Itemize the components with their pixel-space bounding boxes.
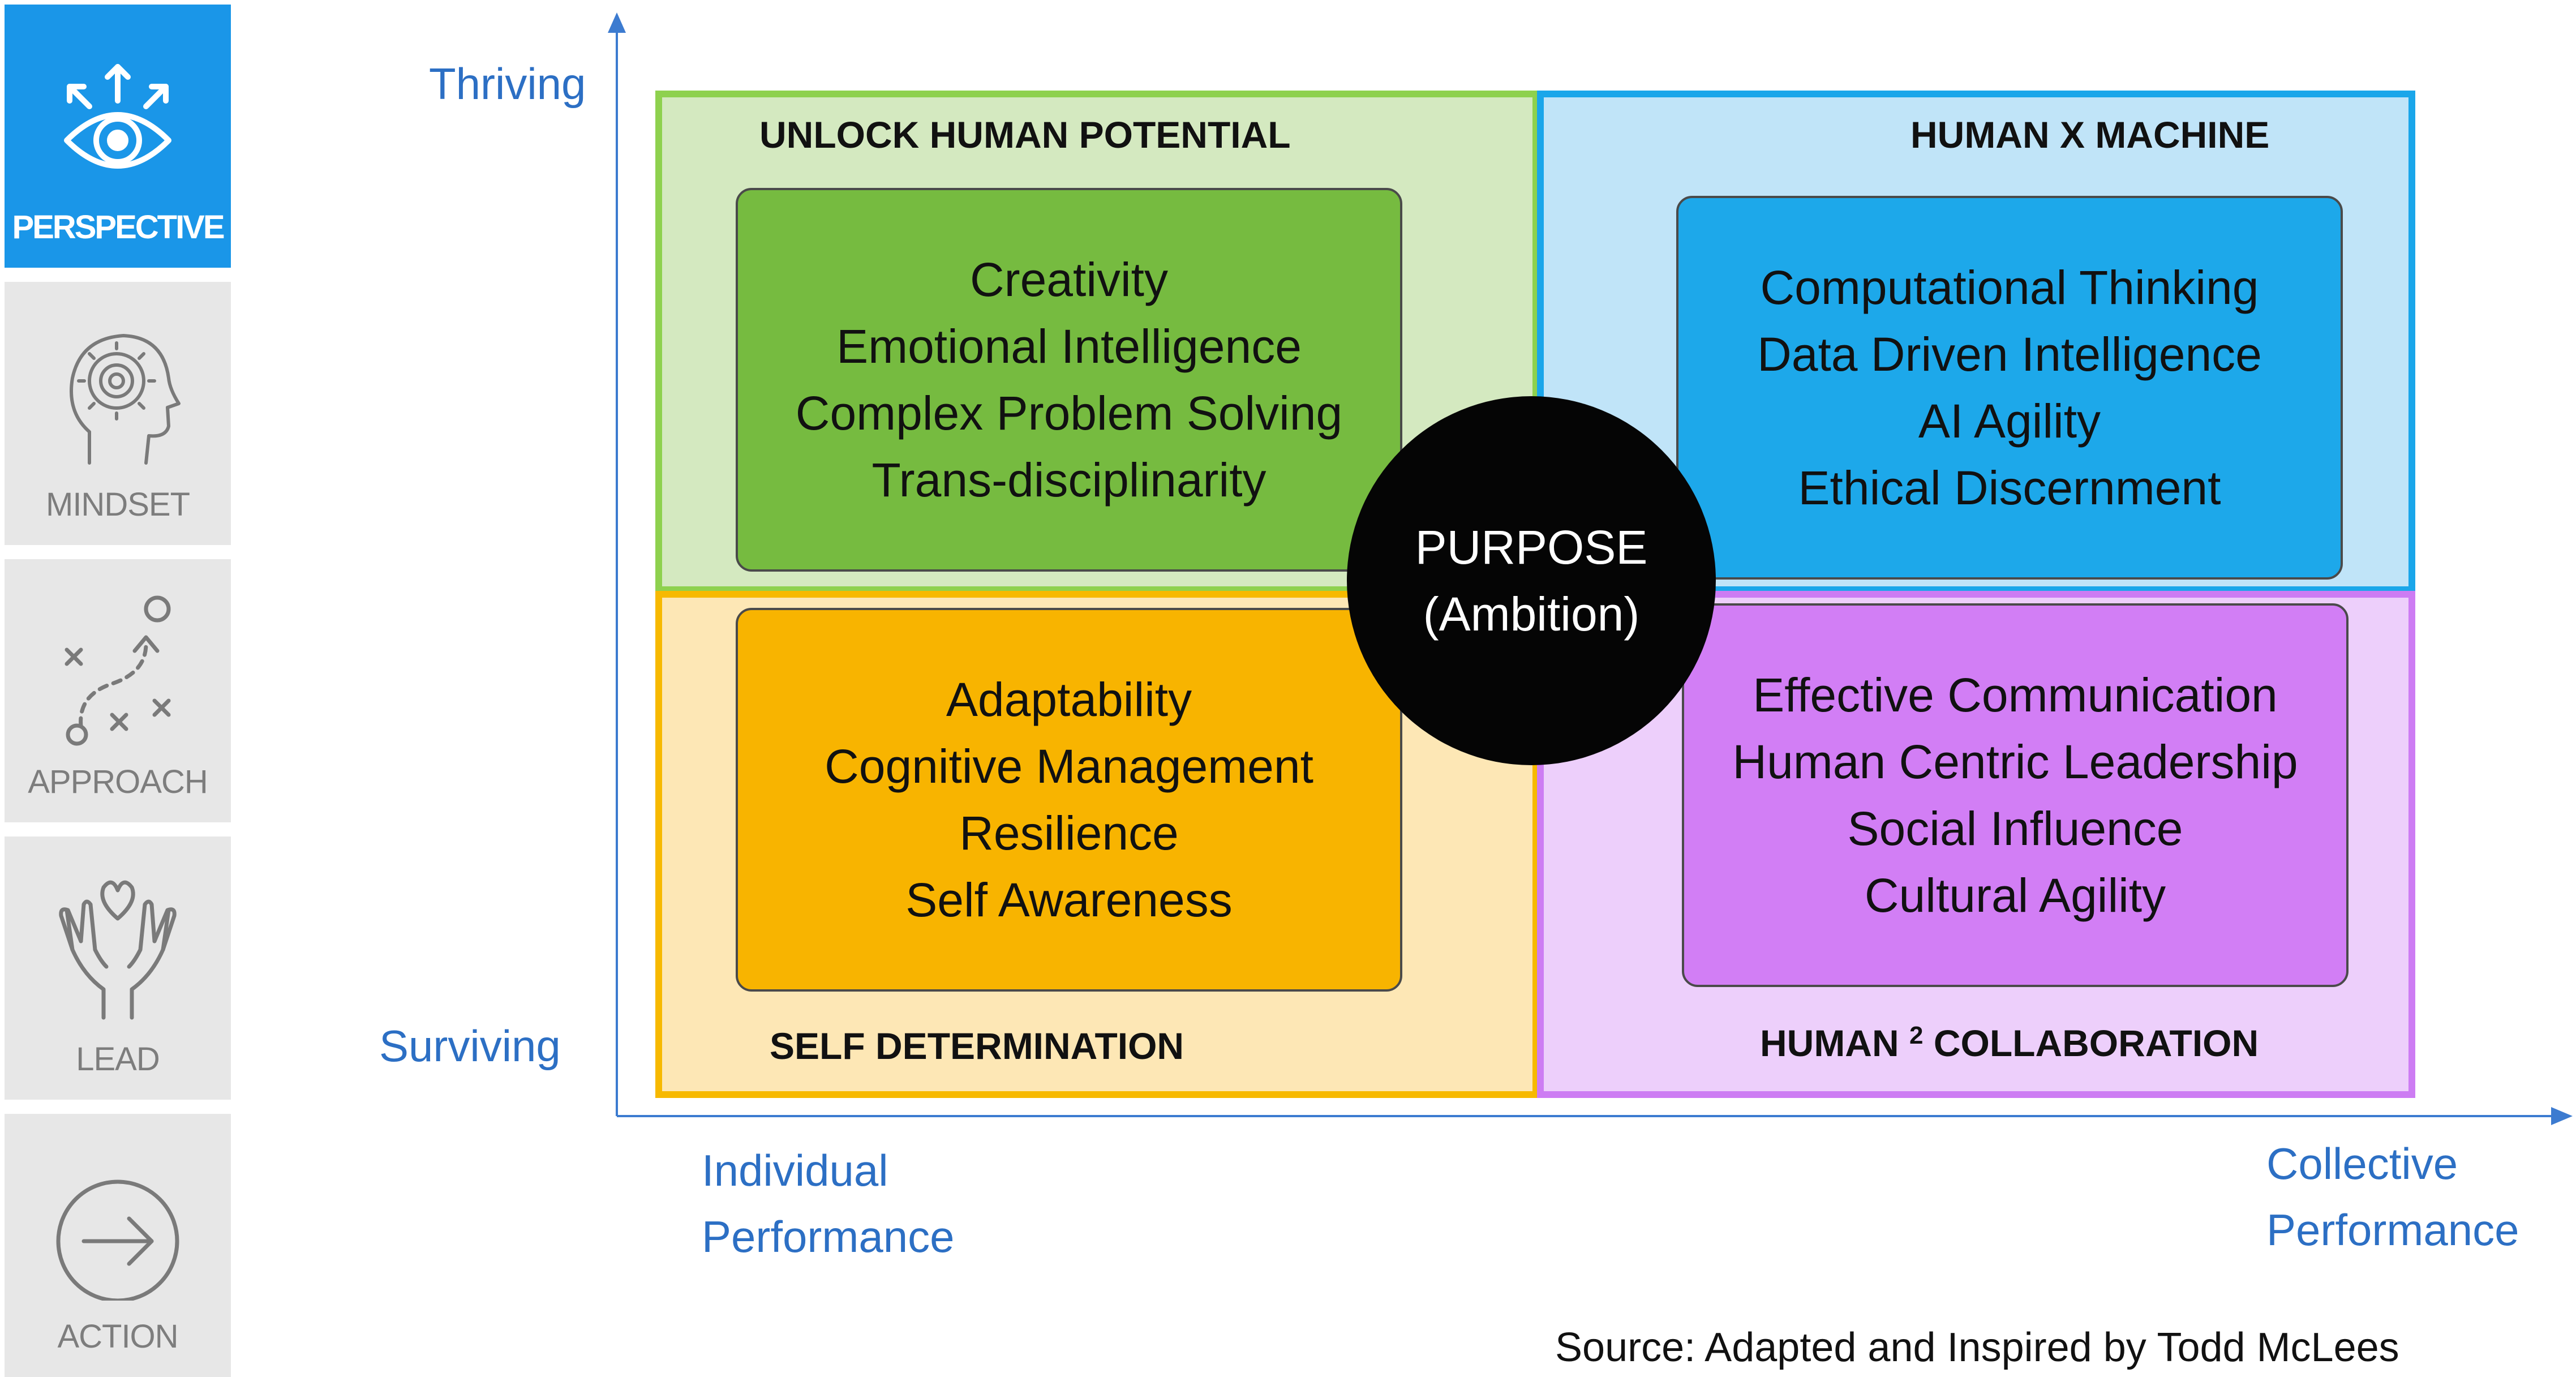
- nav-label-approach: APPROACH: [28, 763, 208, 800]
- skill-item: Human Centric Leadership: [1732, 735, 2298, 788]
- x-axis-left-line2: Performance: [702, 1212, 955, 1262]
- nav-item-approach[interactable]: APPROACH: [5, 559, 231, 822]
- sidebar: PERSPECTIVE MINDSET AP: [0, 0, 235, 1377]
- quadrant-title-bottom-left: SELF DETERMINATION: [770, 1025, 1184, 1067]
- nav-label-mindset: MINDSET: [46, 486, 190, 523]
- nav-item-lead[interactable]: LEAD: [5, 837, 231, 1100]
- skills-box-bottom-right: Effective Communication Human Centric Le…: [1682, 603, 2349, 987]
- strategy-path-icon: [65, 595, 171, 746]
- nav-item-mindset[interactable]: MINDSET: [5, 282, 231, 545]
- nav-label-lead: LEAD: [76, 1041, 160, 1078]
- x-axis-right-label: Collective Performance: [2266, 1131, 2519, 1263]
- skill-item: Computational Thinking: [1760, 261, 2259, 314]
- skill-item: Complex Problem Solving: [795, 387, 1343, 440]
- skill-item: Cultural Agility: [1864, 869, 2166, 922]
- x-axis-right-line2: Performance: [2266, 1205, 2519, 1255]
- x-axis-left-line1: Individual: [702, 1146, 888, 1195]
- quadrant-title-br-prefix: HUMAN: [1760, 1022, 1899, 1064]
- quadrant-title-bottom-right: HUMAN 2 COLLABORATION: [1760, 1022, 2259, 1065]
- hands-heart-icon: [59, 880, 177, 1020]
- skills-box-bottom-left: Adaptability Cognitive Management Resili…: [736, 608, 1402, 992]
- eye-arrows-icon: [64, 64, 171, 169]
- skill-item: AI Agility: [1918, 394, 2101, 448]
- nav-item-action[interactable]: ACTION: [5, 1114, 231, 1377]
- y-axis-top-label: Thriving: [429, 59, 586, 109]
- x-axis-right-line1: Collective: [2266, 1139, 2458, 1189]
- quadrant-title-br-superscript: 2: [1909, 1022, 1924, 1049]
- nav-label-perspective: PERSPECTIVE: [12, 209, 225, 246]
- y-axis-arrowhead: [608, 12, 626, 33]
- skill-item: Trans-disciplinarity: [871, 453, 1266, 507]
- skill-item: Resilience: [959, 807, 1179, 860]
- skill-item: Effective Communication: [1753, 668, 2278, 722]
- skills-box-top-right: Computational Thinking Data Driven Intel…: [1676, 196, 2343, 580]
- x-axis-arrowhead: [2551, 1107, 2573, 1125]
- skill-item: Data Driven Intelligence: [1757, 328, 2262, 381]
- skill-item: Creativity: [969, 253, 1169, 306]
- source-caption: Source: Adapted and Inspired by Todd McL…: [1555, 1325, 2399, 1370]
- arrow-circle-icon: [56, 1179, 179, 1301]
- skills-box-top-left: Creativity Emotional Intelligence Comple…: [736, 188, 1402, 572]
- skill-item: Cognitive Management: [825, 740, 1313, 793]
- gear-head-icon: [70, 334, 181, 465]
- purpose-circle: PURPOSE (Ambition): [1347, 396, 1716, 765]
- skill-item: Self Awareness: [905, 873, 1233, 926]
- nav-label-action: ACTION: [57, 1318, 178, 1355]
- purpose-subtitle: (Ambition): [1423, 587, 1640, 641]
- nav-item-perspective[interactable]: PERSPECTIVE: [5, 5, 231, 268]
- quadrant-title-br-suffix: COLLABORATION: [1933, 1022, 2259, 1064]
- purpose-title: PURPOSE: [1415, 521, 1648, 574]
- skill-item: Social Influence: [1847, 802, 2183, 855]
- skill-item: Emotional Intelligence: [836, 320, 1302, 373]
- x-axis-left-label: Individual Performance: [702, 1138, 955, 1270]
- skill-item: Adaptability: [946, 673, 1192, 726]
- skill-item: Ethical Discernment: [1798, 461, 2221, 514]
- y-axis-bottom-label: Surviving: [379, 1021, 561, 1071]
- quadrant-title-top-left: UNLOCK HUMAN POTENTIAL: [759, 114, 1291, 156]
- quadrant-title-top-right: HUMAN X MACHINE: [1910, 114, 2270, 156]
